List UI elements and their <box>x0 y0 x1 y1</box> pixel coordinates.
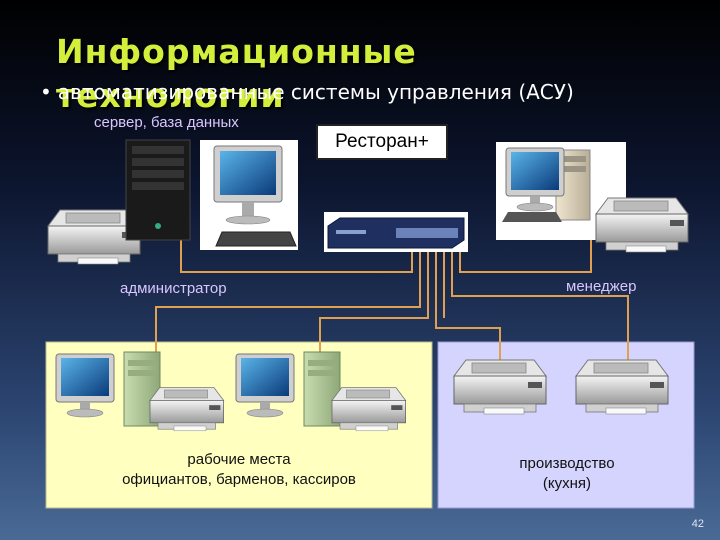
page-number: 42 <box>691 518 704 530</box>
manager-workstation-icon <box>496 142 626 240</box>
kitchen-label-line1: производство <box>519 455 615 472</box>
workstation-2-printer <box>331 387 407 432</box>
server-monitor-icon <box>200 140 298 250</box>
server-tower-icon <box>125 139 191 241</box>
bullet-label: автоматизированные системы управления (А… <box>57 80 574 104</box>
kitchen-printer-2 <box>575 359 669 415</box>
workplaces-label-line1: рабочие места <box>187 451 291 468</box>
workplaces-label: рабочие места официантов, барменов, касс… <box>46 450 432 490</box>
manager-printer <box>595 197 689 253</box>
slide-title: Информационные технологии <box>56 32 417 115</box>
admin-label: администратор <box>120 280 227 297</box>
kitchen-printer-1 <box>453 359 547 415</box>
kitchen-label: производство (кухня) <box>440 454 694 494</box>
manager-label: менеджер <box>566 278 637 295</box>
kitchen-label-line2: (кухня) <box>542 475 592 492</box>
restaurant-label: Ресторан+ <box>316 124 448 160</box>
bullet-text: •автоматизированные системы управления (… <box>40 80 574 104</box>
network-switch-icon <box>324 212 468 252</box>
server-label: сервер, база данных <box>94 114 239 131</box>
workstation-1-printer <box>149 387 225 432</box>
bullet-dot: • <box>40 80 52 104</box>
network-cables <box>155 236 629 360</box>
workplaces-label-line2: официантов, барменов, кассиров <box>122 471 356 488</box>
